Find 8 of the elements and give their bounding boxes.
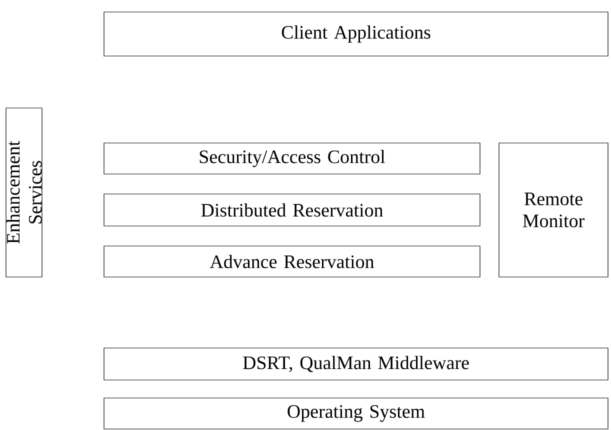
layer-box: Security/Access Control: [104, 142, 480, 174]
layer-box: Distributed Reservation: [104, 194, 480, 226]
layer-box: Remote Monitor: [498, 142, 608, 278]
layer-box: Operating System: [104, 398, 608, 430]
layer-box: Advance Reservation: [104, 246, 480, 278]
layer-box: Client Applications: [104, 12, 608, 56]
layer-box: Enhancement Services: [6, 108, 42, 278]
layer-box: DSRT, QualMan Middleware: [104, 348, 608, 380]
